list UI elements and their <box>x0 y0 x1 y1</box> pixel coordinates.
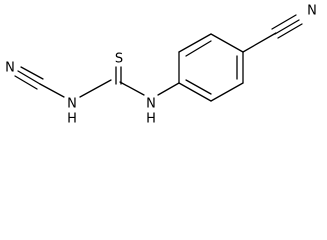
atom-label-amine-n-left: N <box>67 97 77 112</box>
atom-label-nitrile-n-left: N <box>5 61 15 76</box>
chemical-structure-diagram: N N H S N H N <box>5 4 317 127</box>
n-ring-bond <box>157 82 180 96</box>
atom-label-thione-s: S <box>115 52 123 67</box>
benzene-ring <box>178 33 244 102</box>
thiourea-core <box>79 66 145 98</box>
right-cyano-group <box>242 14 303 53</box>
atom-label-nitrile-n-right: N <box>307 4 317 19</box>
atom-label-amine-h-right: H <box>146 112 156 127</box>
atom-label-amine-n-right: N <box>146 97 156 112</box>
left-cyano-group <box>14 66 65 98</box>
atom-label-amine-h-left: H <box>67 112 77 127</box>
